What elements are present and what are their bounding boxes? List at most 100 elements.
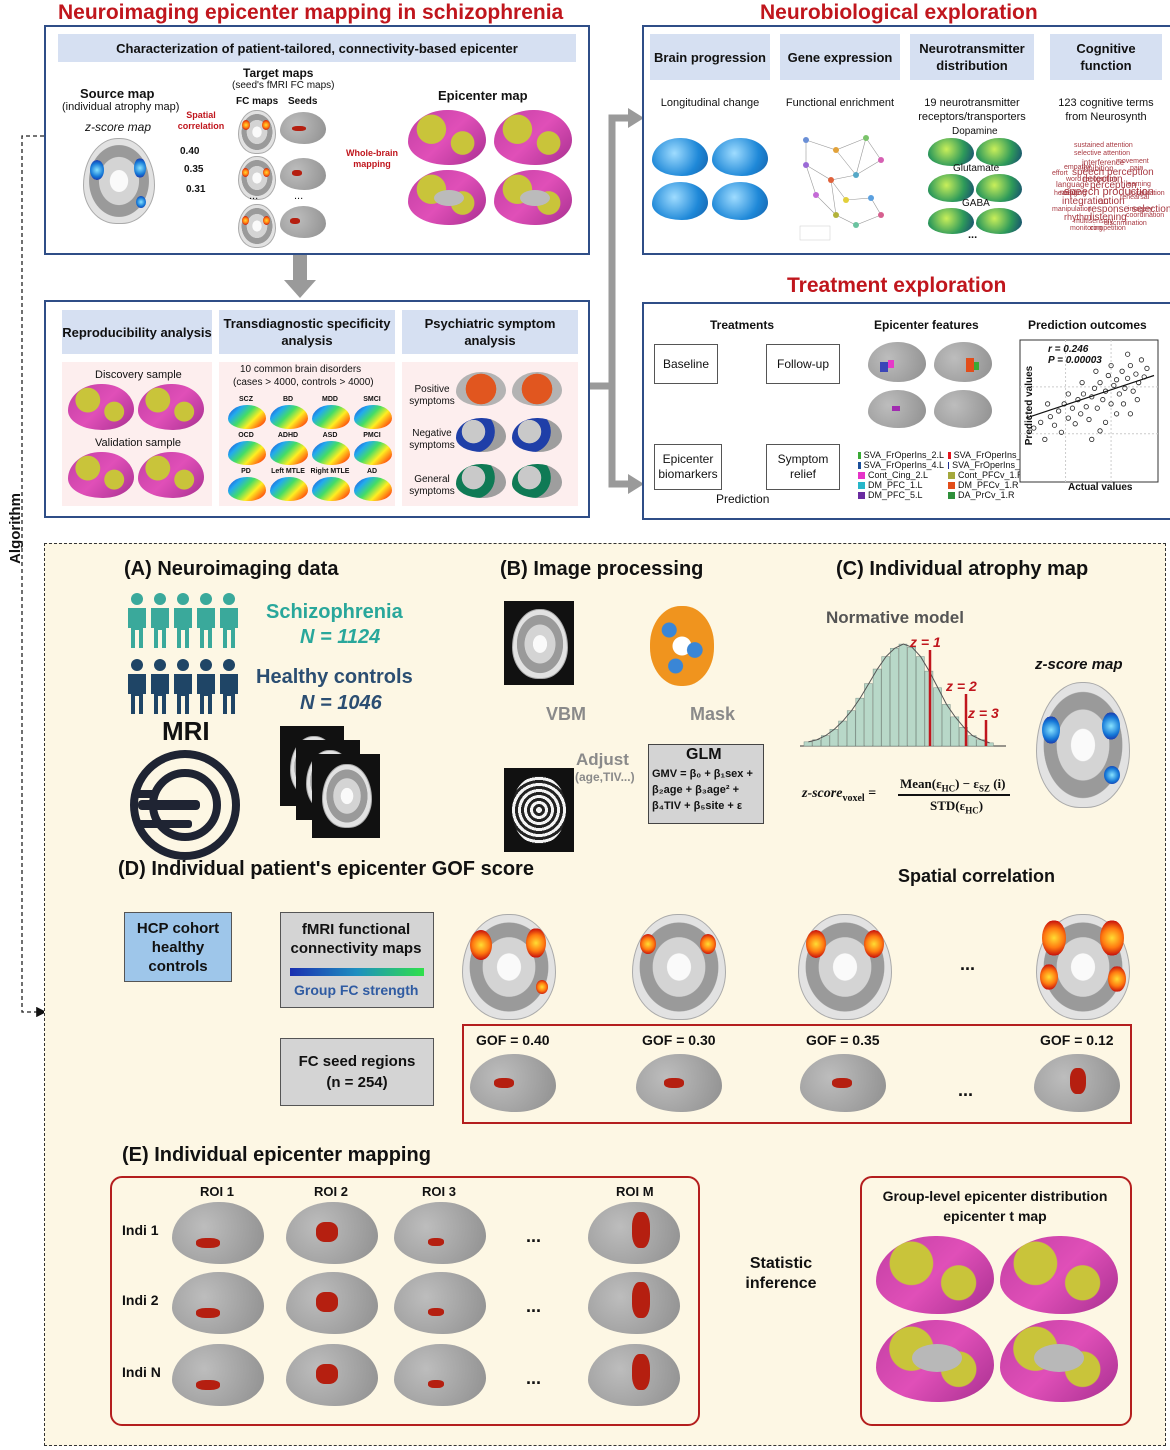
cognitive-term: movement (1116, 158, 1149, 165)
roi-dots: ... (526, 1296, 542, 1316)
transdiagnostic-header: Transdiagnostic specificity analysis (219, 310, 395, 354)
cognitive-term: learning (1126, 181, 1151, 188)
scatter-point (1127, 362, 1134, 369)
gof-score: GOF = 0.40 (476, 1032, 550, 1048)
disorder-brain (354, 477, 392, 501)
histogram-bar (941, 704, 951, 747)
controls-n: N = 1046 (300, 692, 382, 714)
target-maps-label: Target maps (243, 66, 314, 80)
corr-value-1: 0.40 (180, 146, 200, 157)
disorder-label: MDD (322, 396, 338, 403)
positive-brain-2 (512, 372, 562, 406)
cognitive-term: hearing (1054, 190, 1078, 197)
cognitive-term: empathy (1064, 164, 1091, 171)
masked-brain (650, 606, 714, 686)
progression-brain-1 (652, 138, 708, 176)
scatter-point (1097, 428, 1103, 434)
roi-label: ROI 3 (422, 1184, 456, 1199)
cognitive-term: integration (1062, 196, 1109, 207)
seed-brain-3 (280, 206, 326, 238)
gene-network (799, 135, 884, 241)
group-brain-2 (1000, 1236, 1118, 1314)
histogram-bar (881, 656, 891, 747)
scatter-point (1056, 408, 1062, 414)
legend-swatch (948, 471, 955, 479)
neuro-col-sub: 19 neurotransmitter receptors/transporte… (918, 97, 1026, 123)
progression-brain-2 (712, 138, 768, 176)
roi-seed (632, 1354, 650, 1390)
roi-seed (428, 1238, 444, 1246)
fmri-fc-label: fMRI functional connectivity maps (290, 921, 422, 957)
top-left-title: Neuroimaging epicenter mapping in schizo… (58, 1, 564, 24)
cognitive-term: interference (1082, 158, 1125, 167)
negative-label: Negative symptoms (409, 428, 455, 451)
legend-swatch (858, 451, 861, 459)
neuro-col-header: Brain progression (650, 34, 770, 80)
gof-score: GOF = 0.12 (1040, 1032, 1114, 1048)
gof-seed-region (664, 1078, 684, 1088)
scatter-point (1093, 368, 1099, 374)
person-icon (174, 659, 192, 714)
positive-brain-1 (456, 372, 506, 406)
neuro-col-header: Gene expression (780, 34, 900, 80)
psychiatric-header: Psychiatric symptom analysis (402, 310, 578, 354)
legend-item: SVA_FrOperIns_4.L (858, 460, 944, 470)
disorder-brain (312, 477, 350, 501)
z1-label: z = 1 (910, 634, 941, 650)
schizophrenia-n: N = 1124 (300, 626, 381, 648)
scatter-point (1097, 379, 1103, 386)
vbm-label: VBM (546, 704, 586, 724)
scatter-point (1078, 411, 1084, 417)
histogram-bar (803, 741, 813, 747)
scatter-point (1047, 414, 1053, 420)
individual-mapping-frame (110, 1176, 700, 1426)
followup-box: Follow-up (766, 344, 840, 384)
seed-regions-label: FC seed regions (298, 1053, 416, 1070)
cognitive-term: word recognition (1066, 176, 1118, 183)
cognitive-term: discrimination (1104, 220, 1147, 227)
scatter-point (1105, 372, 1111, 379)
scatter-point (1031, 425, 1037, 431)
fc-map-2 (238, 156, 276, 200)
treatments-label: Treatments (710, 318, 775, 332)
gof-frame (462, 1024, 1132, 1124)
disorder-label: BD (282, 396, 294, 403)
cognitive-term: localization (1130, 190, 1165, 197)
cognitive-term: selective attention (1074, 150, 1131, 157)
zscore-axial-brain (1036, 682, 1130, 808)
roi-seed (196, 1380, 220, 1390)
gof-dots: ... (958, 1080, 974, 1100)
cognitive-term: coordination (1126, 212, 1165, 219)
disorder-brain (270, 477, 308, 501)
scatter-point (1119, 368, 1125, 374)
roi-seed (428, 1380, 444, 1388)
biomarkers-box: Epicenter biomarkers (654, 444, 722, 490)
neuro-dots: ... (968, 229, 978, 241)
cognitive-term: rehearsal (1120, 194, 1150, 201)
scatter-point (1042, 436, 1048, 443)
cognitive-term: speech production (1064, 186, 1154, 198)
seed-brain-2 (280, 158, 326, 190)
disorder-brain (228, 441, 266, 465)
cognitive-term: sustained attention (1074, 142, 1133, 149)
roi-brain (394, 1272, 486, 1334)
person-icon (174, 593, 192, 648)
neuro-col-sub: Longitudinal change (660, 97, 760, 109)
legend-label: DM_PFC_5.L (868, 490, 923, 500)
mri-label: MRI (162, 716, 210, 746)
discovery-brain-1 (68, 384, 134, 430)
corr-value-3: 0.31 (186, 184, 206, 195)
person-icon (128, 659, 146, 714)
epicenter-map-label: Epicenter map (438, 88, 528, 103)
disorder-label: ADHD (277, 432, 299, 439)
hcp-cohort-box: HCP cohort healthy controls (124, 912, 232, 982)
fc-map-dots: ... (249, 190, 259, 202)
dopamine-brain-1 (928, 138, 974, 166)
section-b-title: (B) Image processing (500, 558, 704, 580)
gof-seed-region (1070, 1068, 1086, 1094)
cognitive-term: pain (1130, 165, 1144, 172)
glm-eq-1: GMV = β₀ + β₁sex + (652, 768, 753, 780)
gof-seed-region (832, 1078, 852, 1088)
legend-item: DM_PFC_5.L (858, 490, 944, 500)
legend-swatch (858, 491, 865, 499)
